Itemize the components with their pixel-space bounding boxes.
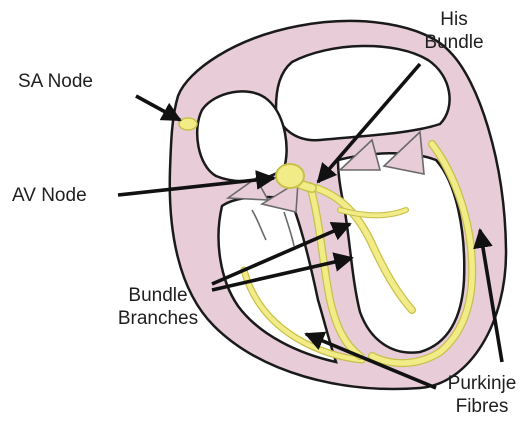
av-node-label-text: AV Node [12, 184, 87, 207]
sa-node [179, 118, 197, 130]
bundle-branches-label: Bundle Branches [112, 284, 204, 330]
his-bundle-label-line-2: Bundle [414, 31, 494, 54]
purkinje-fibres-label-line-1: Purkinje [438, 372, 526, 395]
his-bundle-label-line-1: His [414, 8, 494, 31]
purkinje-fibres-label: Purkinje Fibres [438, 372, 526, 418]
av-node-label: AV Node [12, 184, 87, 207]
bundle-branches-label-line-1: Bundle [112, 284, 204, 307]
sa-node-label-text: SA Node [18, 70, 93, 93]
his-bundle-label: His Bundle [414, 8, 494, 54]
purkinje-fibres-label-line-2: Fibres [438, 395, 526, 418]
av-node [276, 164, 304, 188]
sa-node-arrow [136, 96, 180, 120]
right-atrium [197, 91, 286, 181]
sa-node-label: SA Node [18, 70, 93, 93]
left-atrium [276, 46, 450, 140]
bundle-branches-label-line-2: Branches [112, 307, 204, 330]
